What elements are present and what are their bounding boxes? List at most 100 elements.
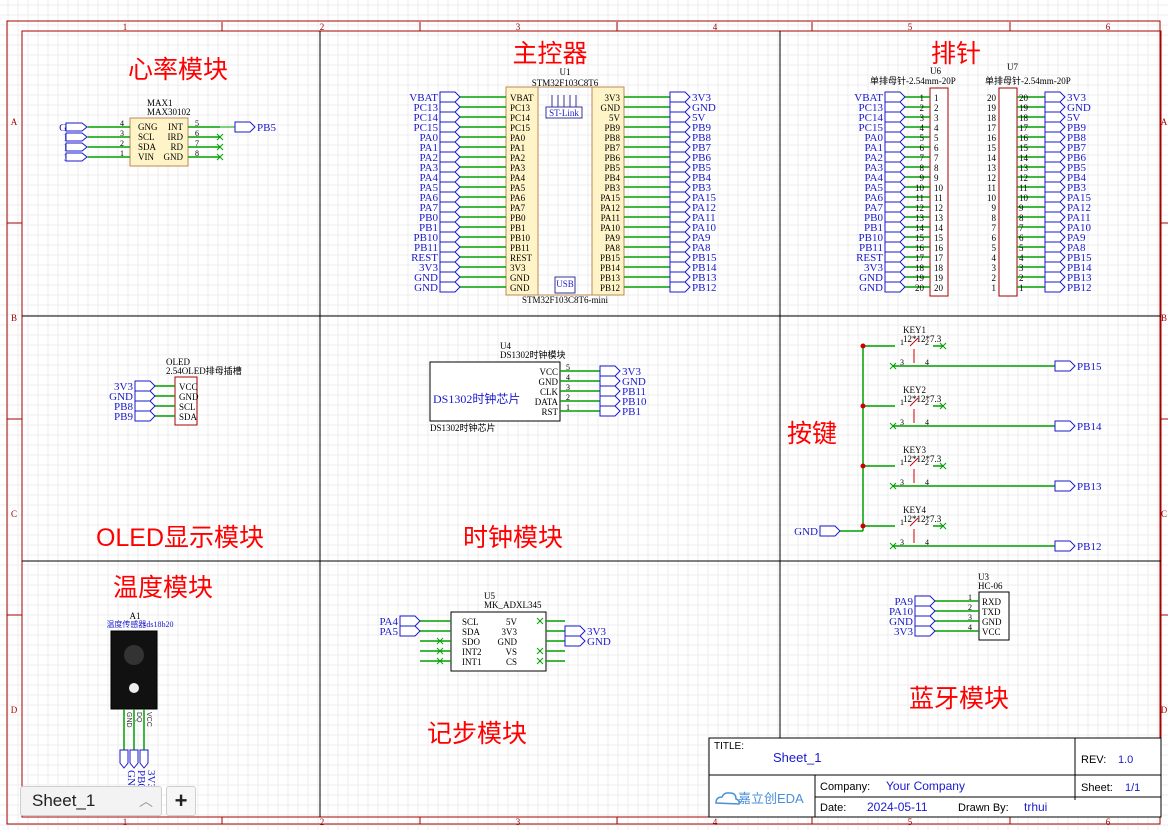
pin-name: PB4: [604, 173, 620, 183]
pin-name: VCC: [982, 627, 1001, 637]
pin-number: 3: [120, 129, 124, 138]
pin-number: 15: [934, 233, 944, 243]
pin-name: RD: [170, 142, 183, 152]
pin-name: PA2: [510, 153, 525, 163]
net-flag: [439, 101, 461, 113]
add-sheet-button[interactable]: +: [166, 786, 196, 816]
pin-name: PB3: [604, 183, 620, 193]
net-label: PA11: [692, 212, 716, 224]
pin-number: 6: [920, 143, 925, 153]
pin-number: 3: [900, 478, 904, 487]
pin-number: 3: [992, 263, 997, 273]
sheet-tab[interactable]: Sheet_1 ︿: [20, 786, 162, 816]
sheet-label: Sheet:: [1081, 782, 1113, 794]
pin-name: PC15: [510, 123, 531, 133]
net-label: PB6: [692, 152, 711, 164]
net-flag: [564, 625, 586, 637]
net-flag: [1054, 540, 1076, 552]
component-ref: U5: [484, 591, 495, 601]
pin-name: GND: [179, 392, 199, 402]
chevron-up-icon[interactable]: ︿: [139, 793, 153, 809]
pin-number: 4: [1019, 253, 1024, 263]
net-flag: [439, 121, 461, 133]
net-label: PA1: [419, 142, 438, 154]
pin-number: 10: [934, 183, 944, 193]
net-label: PB12: [692, 282, 716, 294]
net-flag: [884, 111, 906, 123]
pin-number: 16: [987, 133, 997, 143]
net-flag: [1044, 121, 1066, 133]
column-label: 4: [713, 817, 718, 827]
net-label: PA5: [419, 182, 438, 194]
net-flag: [669, 261, 691, 273]
net-label: 3V3: [419, 262, 438, 274]
pin-number: 15: [987, 143, 997, 153]
pin-number: 1: [900, 338, 904, 347]
component-part: MAX30102: [147, 107, 191, 117]
row-label: A: [11, 117, 18, 127]
net-flag: [1044, 151, 1066, 163]
net-flag: [599, 405, 621, 417]
net-flag: [914, 595, 936, 607]
net-flag: [439, 221, 461, 233]
drawn-label: Drawn By:: [958, 802, 1009, 814]
net-label: PA11: [1067, 212, 1091, 224]
pin-number: 3: [1019, 263, 1024, 273]
pin-number: 2: [925, 518, 929, 527]
net-label: PA9: [894, 596, 913, 608]
net-label: PB8: [114, 401, 133, 413]
net-flag: [1054, 480, 1076, 492]
pin-name: SCL: [462, 617, 479, 627]
net-label: PB14: [692, 262, 717, 274]
pin-number: 3: [968, 613, 972, 622]
row-label: D: [1161, 705, 1168, 715]
section-title-temp: 温度模块: [113, 574, 213, 602]
net-label: PB4: [692, 172, 711, 184]
section-title-bt: 蓝牙模块: [909, 685, 1009, 713]
net-flag: [1044, 101, 1066, 113]
component-ref: KEY3: [903, 445, 926, 455]
component-part: 单排母针-2.54mm-20P: [985, 75, 1071, 86]
company-label: Company:: [820, 781, 870, 793]
net-flag: [119, 749, 129, 769]
net-flag: [669, 201, 691, 213]
net-label: PB8: [692, 132, 711, 144]
pin-number: 20: [915, 283, 925, 293]
net-label: PA5: [864, 182, 883, 194]
pin-number: 7: [195, 139, 199, 148]
net-flag: [669, 141, 691, 153]
net-label: PC14: [859, 112, 884, 124]
net-flag: [669, 281, 691, 293]
switch-contact: [909, 517, 919, 527]
net-flag: [884, 181, 906, 193]
net-label: 3V3: [114, 381, 133, 393]
column-label: 5: [908, 22, 913, 32]
net-label: 3V3: [587, 626, 606, 638]
pin-name: SCL: [138, 132, 155, 142]
net-flag: [669, 271, 691, 283]
net-flag: [599, 365, 621, 377]
net-label: PA4: [864, 172, 883, 184]
pin-name: RST: [541, 407, 558, 417]
net-flag: [1044, 251, 1066, 263]
pin-number: 4: [925, 418, 929, 427]
pin-name: GND: [164, 152, 184, 162]
pin-name: PA3: [510, 163, 526, 173]
net-label: PA12: [692, 202, 716, 214]
no-connect-mark: [216, 143, 224, 151]
pin-number: 20: [934, 283, 944, 293]
junction-dot: [860, 403, 866, 409]
component-ref: MAX1: [147, 98, 173, 108]
net-label: 3V3: [692, 92, 711, 104]
pin-number: 3: [900, 358, 904, 367]
pin-name: 3V3: [502, 627, 518, 637]
net-label: PB9: [114, 411, 133, 423]
net-label: PA1: [864, 142, 883, 154]
net-flag: [134, 400, 156, 412]
net-flag: [884, 191, 906, 203]
date-label: Date:: [820, 802, 846, 814]
pin-name: PB10: [510, 233, 531, 243]
pin-number: 6: [1019, 233, 1024, 243]
net-label: PB15: [692, 252, 717, 264]
